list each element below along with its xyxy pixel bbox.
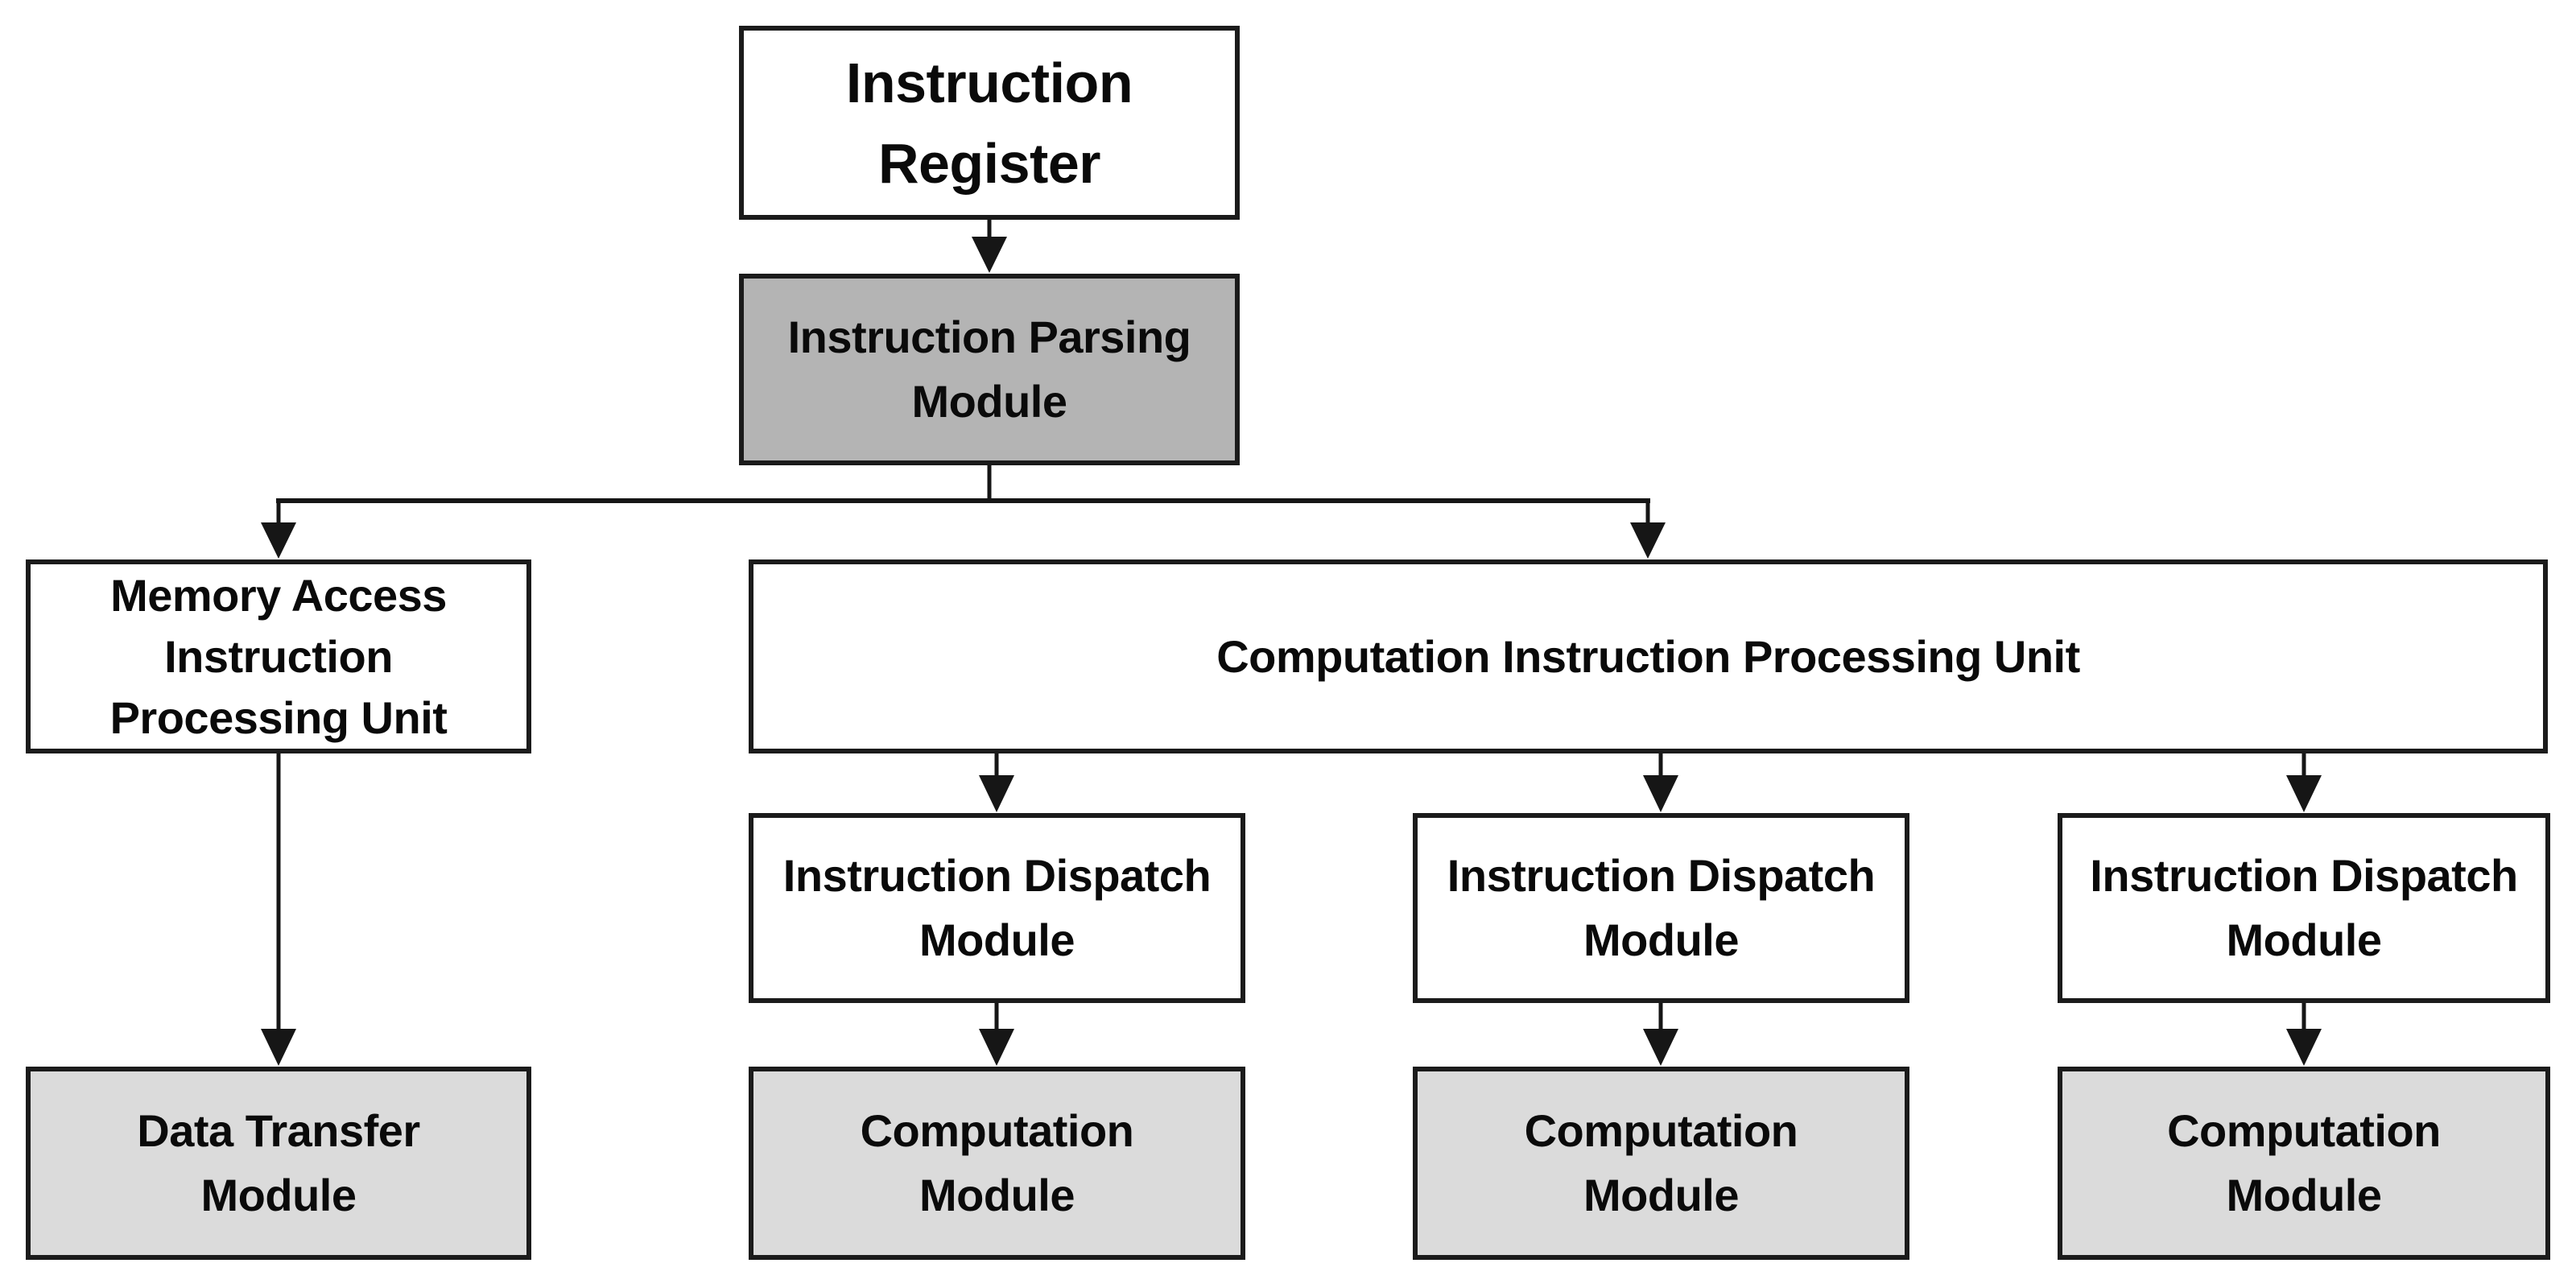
- node-label-line: Computation: [860, 1105, 1134, 1156]
- edge-branch-to-cipu-arrowhead: [1630, 522, 1666, 559]
- edge-memory-to-data-transfer-arrowhead: [261, 1029, 296, 1066]
- node-label-line: Instruction Dispatch: [782, 850, 1212, 901]
- node-label-line: Module: [200, 1170, 357, 1220]
- node-instruction-register: Instruction Register: [739, 26, 1240, 220]
- node-instruction-parsing-module: Instruction Parsing Module: [739, 274, 1240, 465]
- node-label-line: Module: [1583, 914, 1739, 965]
- node-label-line: Instruction Parsing: [787, 312, 1191, 362]
- node-label-line: Memory Access: [110, 569, 447, 621]
- node-data-transfer-module: Data Transfer Module: [26, 1067, 531, 1260]
- node-label-line: Computation Instruction Processing Unit: [1216, 630, 2080, 682]
- node-label-line: Instruction: [845, 51, 1133, 114]
- node-label-line: Module: [2226, 1170, 2382, 1220]
- node-computation-module-2: Computation Module: [1413, 1067, 1909, 1260]
- edge-register-to-parsing-arrowhead: [972, 237, 1007, 273]
- node-label-line: Module: [1583, 1170, 1739, 1220]
- node-label-line: Module: [2226, 914, 2382, 965]
- node-label-line: Module: [919, 1170, 1075, 1220]
- node-label-line: Register: [877, 131, 1101, 195]
- edge-dispatch-2-to-computation-2-arrowhead: [1643, 1029, 1678, 1066]
- edge-cipu-to-dispatch-2-arrowhead: [1643, 775, 1678, 812]
- node-memory-access-instruction-processing-unit: Memory Access Instruction Processing Uni…: [26, 559, 531, 753]
- node-instruction-dispatch-module-3: Instruction Dispatch Module: [2058, 813, 2550, 1003]
- edge-cipu-to-dispatch-3-arrowhead: [2286, 775, 2322, 812]
- edge-dispatch-3-to-computation-3-arrowhead: [2286, 1029, 2322, 1066]
- node-instruction-dispatch-module-1: Instruction Dispatch Module: [749, 813, 1245, 1003]
- node-computation-module-3: Computation Module: [2058, 1067, 2550, 1260]
- edge-branch-to-memory-arrowhead: [261, 522, 296, 559]
- node-instruction-dispatch-module-2: Instruction Dispatch Module: [1413, 813, 1909, 1003]
- node-label-line: Module: [911, 376, 1067, 427]
- node-label-line: Instruction Dispatch: [1447, 850, 1876, 901]
- node-label-line: Data Transfer: [137, 1105, 420, 1156]
- node-label-line: Module: [919, 914, 1075, 965]
- edge-dispatch-1-to-computation-1-arrowhead: [979, 1029, 1014, 1066]
- node-label-line: Processing Unit: [109, 691, 448, 743]
- node-computation-module-1: Computation Module: [749, 1067, 1245, 1260]
- edge-cipu-to-dispatch-1-arrowhead: [979, 775, 1014, 812]
- node-computation-instruction-processing-unit: Computation Instruction Processing Unit: [749, 559, 2548, 753]
- node-label-line: Computation: [2167, 1105, 2441, 1156]
- node-label-line: Instruction: [164, 630, 393, 682]
- node-label-line: Instruction Dispatch: [2090, 850, 2518, 901]
- node-label-line: Computation: [1524, 1105, 1798, 1156]
